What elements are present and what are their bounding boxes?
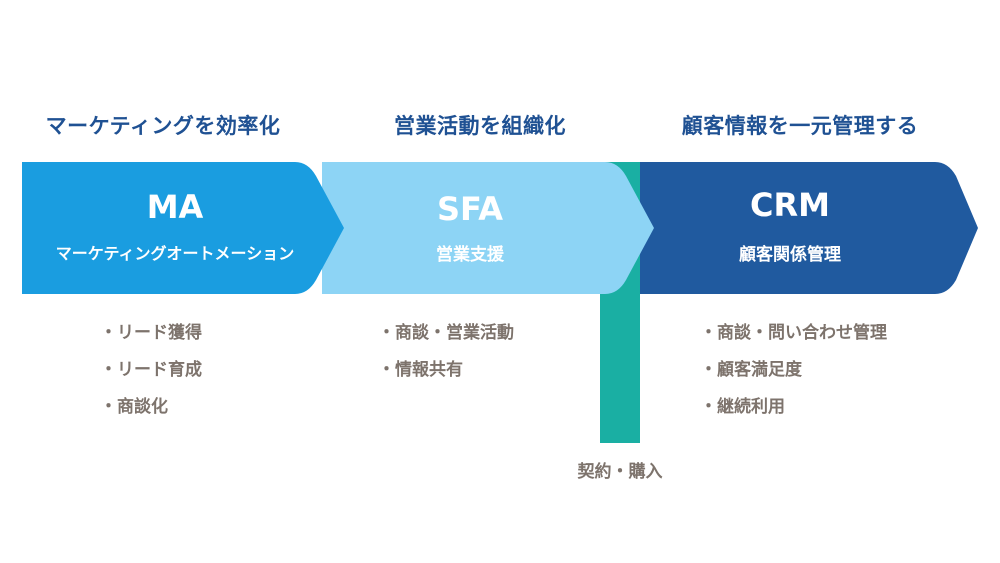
- heading-crm: 顧客情報を一元管理する: [681, 114, 919, 138]
- stage-subtitle-sfa: 営業支援: [436, 245, 504, 265]
- crm-arrow: [640, 162, 978, 294]
- heading-ma: マーケティングを効率化: [45, 114, 281, 138]
- contract-label: 契約・購入: [577, 462, 663, 482]
- heading-sfa: 営業活動を組織化: [394, 114, 566, 138]
- list-item: ・商談化: [100, 397, 168, 417]
- stage-subtitle-ma: マーケティングオートメーション: [55, 244, 295, 263]
- stage-title-sfa: SFA: [437, 190, 503, 228]
- list-item: ・商談・問い合わせ管理: [700, 323, 887, 343]
- sfa-bullet-list: ・商談・営業活動 ・情報共有: [378, 322, 514, 396]
- list-item: ・リード育成: [100, 360, 202, 380]
- list-item: ・顧客満足度: [700, 360, 802, 380]
- sfa-arrow: [322, 162, 654, 294]
- list-item: ・継続利用: [700, 397, 785, 417]
- list-item: ・商談・営業活動: [378, 323, 514, 343]
- list-item: ・情報共有: [378, 360, 463, 380]
- stage-title-crm: CRM: [750, 186, 830, 224]
- ma-arrow: [22, 162, 344, 294]
- stage-subtitle-crm: 顧客関係管理: [739, 245, 841, 265]
- ma-bullet-list: ・リード獲得 ・リード育成 ・商談化: [100, 322, 202, 433]
- crm-bullet-list: ・商談・問い合わせ管理 ・顧客満足度 ・継続利用: [700, 322, 887, 433]
- stage-title-ma: MA: [146, 188, 204, 226]
- list-item: ・リード獲得: [100, 323, 202, 343]
